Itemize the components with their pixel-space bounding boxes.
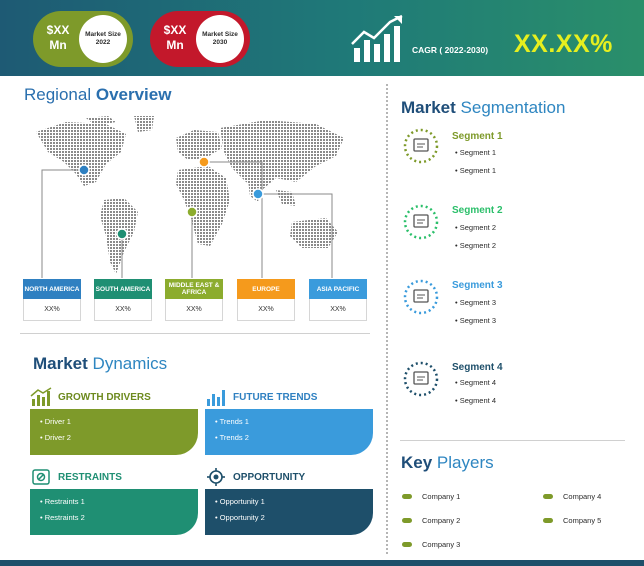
segment-3-icon: [403, 279, 439, 315]
player-name: Company 1: [422, 492, 461, 501]
segment-4-icon: [403, 361, 439, 397]
region-label-asia-pacific: ASIA PACIFIC: [309, 279, 367, 299]
opportunity-header: OPPORTUNITY: [205, 467, 305, 487]
market-size-2030-pill: $XX Mn Market Size 2030: [150, 11, 250, 67]
market-segmentation-title: Market Segmentation: [401, 98, 565, 118]
growth-drivers-title: GROWTH DRIVERS: [58, 391, 151, 403]
dynamics-title-rest: Dynamics: [92, 354, 168, 373]
market-size-2022-pill: $XX Mn Market Size 2022: [33, 11, 133, 67]
segment-2-item: Segment 2: [455, 223, 496, 232]
segmentation-title-bold: Market: [401, 98, 456, 117]
bullet-icon: [402, 518, 412, 523]
segment-4-name: Segment 4: [452, 362, 503, 373]
regional-divider: [20, 333, 370, 334]
footer-bar: [0, 560, 644, 566]
region-label-north-america: NORTH AMERICA: [23, 279, 81, 299]
segment-1-name: Segment 1: [452, 131, 503, 142]
trend-icon: [207, 390, 225, 406]
segment-3-name: Segment 3: [452, 280, 503, 291]
region-value-north-america: XX%: [23, 299, 81, 321]
opportunity-icon: [207, 468, 225, 486]
growth-bars-icon: [30, 387, 52, 406]
region-label-south-america: SOUTH AMERICA: [94, 279, 152, 299]
growth-drivers-header: GROWTH DRIVERS: [30, 387, 151, 407]
restraint-item: Restraints 2: [40, 513, 188, 522]
region-label-middle-east-africa: MIDDLE EAST & AFRICA: [165, 279, 223, 299]
player-item: Company 2: [402, 516, 460, 525]
region-value-europe: XX%: [237, 299, 295, 321]
region-value-middle-east-africa: XX%: [165, 299, 223, 321]
players-title-rest: Players: [436, 453, 494, 472]
restraints-header: RESTRAINTS: [30, 467, 122, 487]
player-item: Company 5: [543, 516, 601, 525]
growth-driver-item: Driver 2: [40, 433, 188, 442]
segment-1-item: Segment 1: [455, 166, 496, 175]
segment-4-item: Segment 4: [455, 378, 496, 387]
segment-2-name: Segment 2: [452, 205, 503, 216]
regional-title-rest: Overview: [95, 85, 172, 104]
market-dynamics-title: Market Dynamics: [33, 354, 167, 374]
restraints-title: RESTRAINTS: [58, 471, 122, 483]
bullet-icon: [543, 494, 553, 499]
cagr-value: XX.XX%: [514, 30, 613, 58]
segment-4-item: Segment 4: [455, 396, 496, 405]
segment-2-icon: [403, 204, 439, 240]
growth-driver-item: Driver 1: [40, 417, 188, 426]
player-item: Company 4: [543, 492, 601, 501]
column-divider: [386, 84, 388, 554]
segment-3-item: Segment 3: [455, 316, 496, 325]
opportunity-title: OPPORTUNITY: [233, 471, 306, 483]
segment-1-icon: [403, 128, 439, 164]
regional-title-bold: Regional: [24, 85, 92, 104]
player-name: Company 2: [422, 516, 461, 525]
segment-2-item: Segment 2: [455, 241, 496, 250]
segmentation-title-rest: Segmentation: [460, 98, 566, 117]
restraint-item: Restraints 1: [40, 497, 188, 506]
segment-1-item: Segment 1: [455, 148, 496, 157]
players-title-bold: Key: [401, 453, 433, 472]
future-trends-box: Trends 1 Trends 2: [205, 409, 373, 455]
future-trends-header: FUTURE TRENDS: [205, 387, 317, 407]
player-name: Company 4: [563, 492, 602, 501]
future-trend-item: Trends 1: [215, 417, 363, 426]
opportunity-box: Opportunity 1 Opportunity 2: [205, 489, 373, 535]
key-players-title: Key Players: [401, 453, 494, 473]
region-value-asia-pacific: XX%: [309, 299, 367, 321]
segmentation-divider: [400, 440, 625, 441]
market-size-2022-label: Market Size 2022: [79, 15, 127, 63]
player-name: Company 3: [422, 540, 461, 549]
regional-overview-title: Regional Overview: [24, 85, 171, 105]
segment-3-item: Segment 3: [455, 298, 496, 307]
market-size-2030-label: Market Size 2030: [196, 15, 244, 63]
player-item: Company 1: [402, 492, 460, 501]
bullet-icon: [402, 494, 412, 499]
future-trends-title: FUTURE TRENDS: [233, 391, 318, 403]
growth-drivers-box: Driver 1 Driver 2: [30, 409, 198, 455]
header-banner: $XX Mn Market Size 2022 $XX Mn Market Si…: [0, 0, 644, 76]
market-size-2030-value: $XX Mn: [163, 23, 187, 52]
restraint-icon: [32, 469, 50, 485]
opportunity-item: Opportunity 2: [215, 513, 363, 522]
growth-chart-icon: [351, 14, 403, 62]
world-map: [36, 116, 344, 278]
opportunity-item: Opportunity 1: [215, 497, 363, 506]
bullet-icon: [402, 542, 412, 547]
market-size-2022-value: $XX Mn: [46, 23, 70, 52]
future-trend-item: Trends 2: [215, 433, 363, 442]
player-name: Company 5: [563, 516, 602, 525]
cagr-label: CAGR ( 2022-2030): [412, 45, 489, 55]
region-label-europe: EUROPE: [237, 279, 295, 299]
bullet-icon: [543, 518, 553, 523]
region-value-south-america: XX%: [94, 299, 152, 321]
player-item: Company 3: [402, 540, 460, 549]
restraints-box: Restraints 1 Restraints 2: [30, 489, 198, 535]
dynamics-title-bold: Market: [33, 354, 88, 373]
